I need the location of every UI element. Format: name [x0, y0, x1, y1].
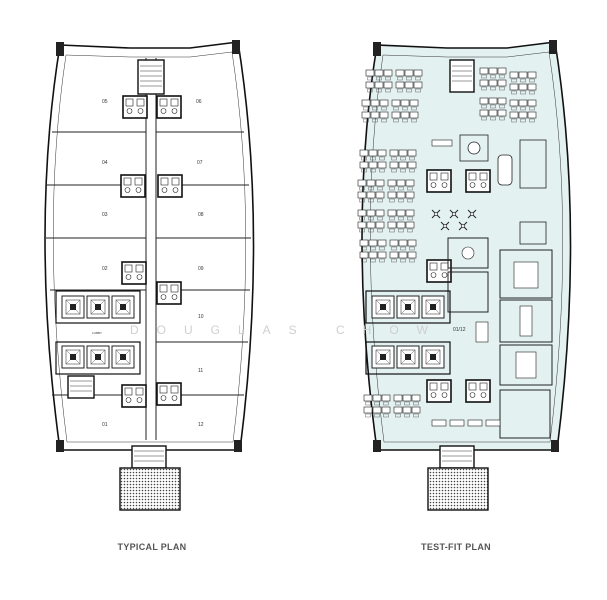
typical-plan: LOBBY 05 06 04 07 03 08 02 09 10 11 01 1…	[44, 40, 255, 511]
svg-text:LOBBY: LOBBY	[92, 331, 102, 335]
unit-label-10: 10	[198, 314, 204, 320]
unit-label-04: 04	[102, 160, 108, 166]
unit-label-03: 03	[102, 212, 108, 218]
unit-label-08: 08	[198, 212, 204, 218]
caption-typical-plan: TYPICAL PLAN	[118, 542, 187, 552]
unit-label-02: 02	[102, 266, 108, 272]
unit-label-12: 12	[198, 422, 204, 428]
unit-label-01: 01	[102, 422, 108, 428]
watermark-text: DOUGLAS CHOW	[130, 323, 446, 337]
unit-label-05: 05	[102, 99, 108, 105]
unit-label-07: 07	[197, 160, 203, 166]
unit-label-11: 11	[198, 368, 203, 374]
unit-label-09: 09	[198, 266, 204, 272]
unit-label-06: 06	[196, 99, 202, 105]
caption-testfit-plan: TEST-FIT PLAN	[421, 542, 491, 552]
testfit-unit-label: 01/12	[453, 327, 466, 333]
testfit-plan: 01/12	[358, 40, 572, 511]
